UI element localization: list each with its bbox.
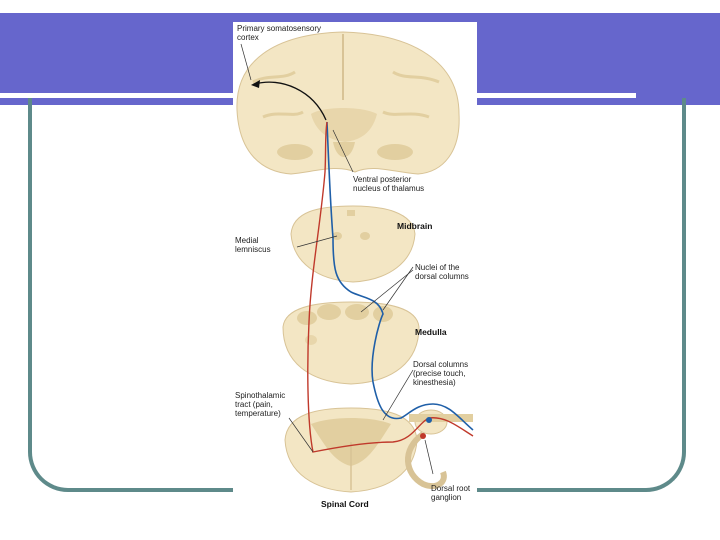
label-dorsal-columns: Dorsal columns (precise touch, kinesthes… <box>413 360 469 387</box>
midbrain-section <box>290 205 416 283</box>
cortex-arrowhead <box>251 80 260 88</box>
label-midbrain: Midbrain <box>397 221 433 231</box>
cortex-projection <box>254 81 327 121</box>
label-medial-lemniscus: Medial lemniscus <box>235 236 271 254</box>
label-spinothalamic: Spinothalamic tract (pain, temperature) <box>235 391 286 418</box>
spinal-cord-section <box>284 407 473 493</box>
label-spinal-cord: Spinal Cord <box>321 499 369 509</box>
sensory-pathway-figure: Primary somatosensory cortex Ventral pos… <box>233 22 477 512</box>
medulla-section <box>282 301 420 385</box>
label-nuclei: Nuclei of the dorsal columns <box>415 263 469 281</box>
label-thalamus: Ventral posterior nucleus of thalamus <box>353 175 425 193</box>
red-pathway <box>307 121 474 453</box>
label-medulla: Medulla <box>415 327 447 337</box>
label-cortex: Primary somatosensory cortex <box>237 24 322 42</box>
pathway-diagram <box>236 31 474 493</box>
label-ganglion: Dorsal root ganglion <box>431 484 471 502</box>
brain-section <box>236 31 460 175</box>
blue-pathway <box>326 121 474 431</box>
